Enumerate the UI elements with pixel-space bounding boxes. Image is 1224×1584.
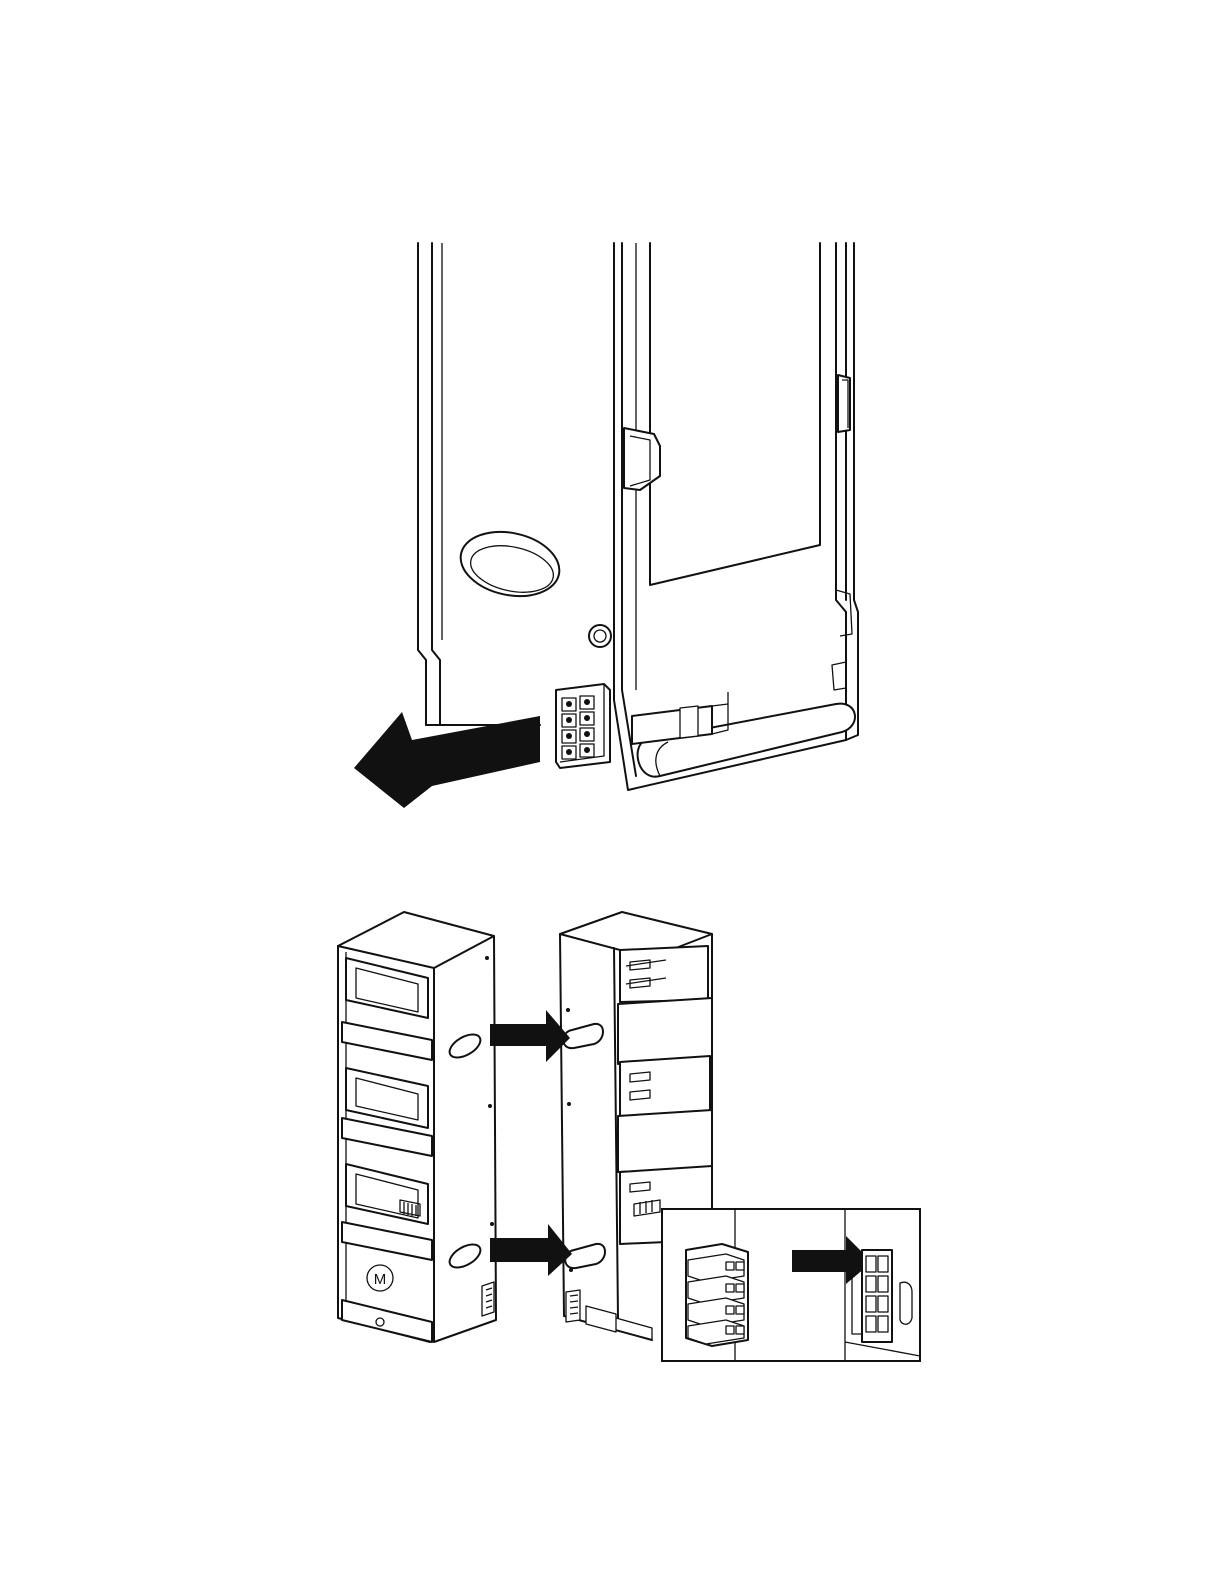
inset-plug-connector xyxy=(686,1244,748,1346)
arrow-right-icon-lower xyxy=(490,1224,572,1276)
connector-detail-inset xyxy=(662,1209,920,1361)
disconnect-figure xyxy=(0,230,1224,830)
left-charger: M xyxy=(338,912,496,1342)
power-connector xyxy=(556,684,610,768)
screw-icon xyxy=(589,625,611,647)
charger-rear-illustration xyxy=(0,230,1224,830)
arrow-left-icon xyxy=(354,712,540,808)
mounting-slot xyxy=(455,523,566,604)
connect-figure: M xyxy=(0,900,1224,1380)
brand-logo-text: M xyxy=(374,1271,387,1288)
arrow-right-icon-upper xyxy=(490,1010,570,1062)
brand-logo: M xyxy=(367,1265,393,1291)
chargers-join-illustration: M xyxy=(0,900,1224,1380)
